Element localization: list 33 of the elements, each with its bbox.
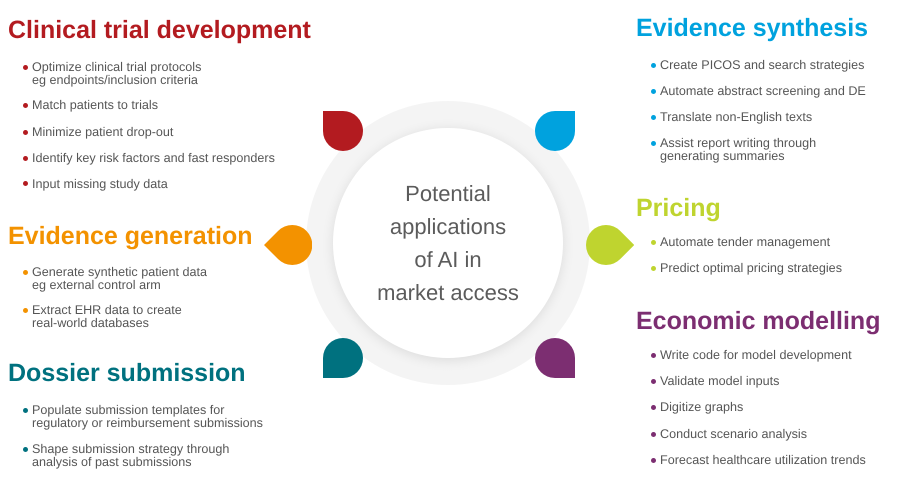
teardrop-icon: [323, 338, 363, 378]
bullet-text: Extract EHR data to create real-world databases: [32, 304, 183, 330]
section-heading: Economic modelling: [636, 306, 880, 336]
bullet-text: Optimize clinical trial protocols eg endpoints/inclusion criteria: [32, 61, 202, 87]
teardrop-icon: [264, 225, 312, 265]
bullet-text: Automate tender management: [660, 236, 830, 249]
section-heading: Evidence generation: [8, 221, 253, 251]
bullet-text: Match patients to trials: [32, 99, 158, 112]
bullet-text: Shape submission strategy through analysis of past submissions: [32, 443, 230, 469]
bullet-text: Forecast healthcare utilization trends: [660, 454, 866, 467]
section-heading: Pricing: [636, 193, 721, 223]
bullet-text: Automate abstract screening and DE: [660, 85, 866, 98]
bullet-text: Input missing study data: [32, 178, 168, 190]
section-heading: Clinical trial development: [8, 14, 311, 44]
bullet-text: Validate model inputs: [660, 375, 780, 388]
bullet-text: Identify key risk factors and fast responders: [32, 152, 275, 165]
teardrop-icon: [535, 338, 575, 378]
section-heading: Dossier submission: [8, 358, 246, 388]
teardrop-icon: [323, 111, 363, 151]
bullet-text: Generate synthetic patient data eg external control arm: [32, 266, 208, 292]
center-text: Potential applications of AI in market access: [377, 180, 519, 307]
bullet-text: Predict optimal pricing strategies: [660, 262, 842, 275]
bullet-text: Translate non-English texts: [660, 111, 812, 124]
bullet-text: Create PICOS and search strategies: [660, 59, 864, 72]
section-heading: Evidence synthesis: [636, 13, 868, 43]
teardrop-icon: [586, 225, 634, 265]
bullet-text: Assist report writing through generating summaries: [660, 137, 818, 163]
bullet-text: Write code for model development: [660, 349, 852, 362]
bullet-text: Conduct scenario analysis: [660, 428, 808, 441]
bullet-text: Minimize patient drop-out: [32, 126, 174, 139]
bullet-text: Digitize graphs: [660, 401, 744, 414]
teardrop-icon: [535, 111, 575, 151]
bullet-text: Populate submission templates for regulatory or reimbursement submissions: [32, 404, 264, 430]
